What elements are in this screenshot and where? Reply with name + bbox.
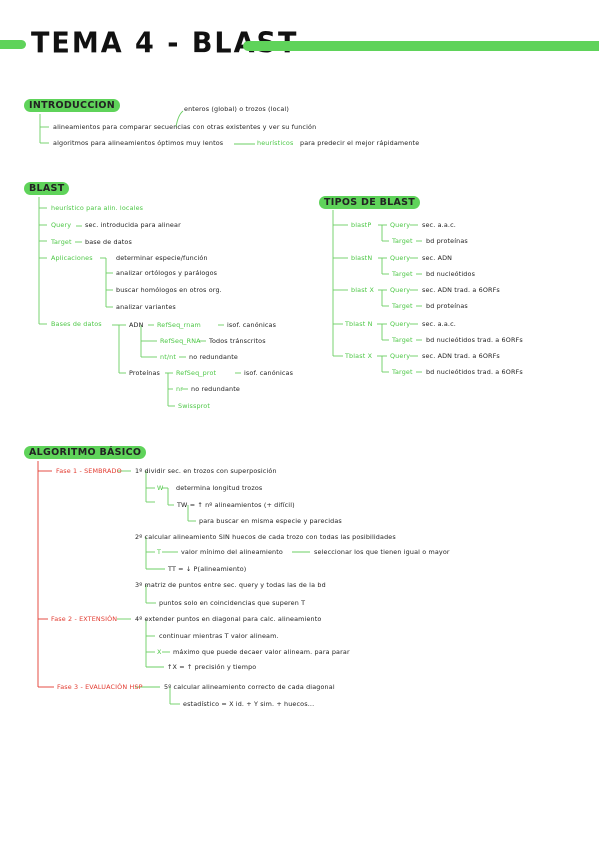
aplicacion-item: determinar especie/función bbox=[116, 254, 208, 262]
fase2-tx: ↑X = ↑ precisión y tiempo bbox=[167, 663, 257, 671]
fase3-step1: 5º calcular alineamiento correcto de cad… bbox=[164, 683, 335, 691]
aplicacion-item: analizar variantes bbox=[116, 303, 176, 311]
fase1-tw2: para buscar en misma especie y parecidas bbox=[199, 517, 342, 525]
bd-adn: ADN bbox=[129, 321, 144, 329]
bd-isof-canonicas: isof. canónicas bbox=[227, 321, 277, 329]
fase-1-label: Fase 1 - SEMBRADO bbox=[56, 467, 122, 475]
tipo-name: blast X bbox=[351, 286, 375, 294]
blast-heuristico: heurístico para alin. locales bbox=[51, 204, 144, 212]
intro-line-2c: para predecir el mejor rápidamente bbox=[300, 139, 420, 147]
tipo-query-label: Query bbox=[390, 254, 411, 262]
tipo-query-text: sec. a.a.c. bbox=[422, 221, 456, 229]
bd-todos-transcritos: Todos tránscritos bbox=[209, 337, 266, 345]
bd-no-redundante-2: no redundante bbox=[191, 385, 240, 393]
tipo-target-text: bd nucleótidos trad. a 6ORFs bbox=[426, 336, 523, 344]
bd-isof-canonicas-2: isof. canónicas bbox=[244, 369, 294, 377]
tipo-target-text: bd proteínas bbox=[426, 302, 468, 310]
aplicacion-item: buscar homólogos en otros org. bbox=[116, 286, 222, 294]
tipo-query-label: Query bbox=[390, 221, 411, 229]
bd-nr: nr bbox=[176, 385, 183, 393]
intro-note: enteros (global) o trozos (local) bbox=[184, 105, 289, 113]
fase2-step1: 4º extender puntos en diagonal para calc… bbox=[135, 615, 322, 623]
fase-2-label: Fase 2 - EXTENSIÓN bbox=[51, 615, 118, 623]
fase1-step2: 2º calcular alineamiento SIN huecos de c… bbox=[135, 533, 396, 541]
fase1-tt: TT = ↓ P(alineamiento) bbox=[168, 565, 247, 573]
tipo-name: Tblast N bbox=[345, 320, 373, 328]
aplicacion-item: analizar ortólogos y parálogos bbox=[116, 269, 218, 277]
fase1-w-text: determina longitud trozos bbox=[176, 484, 263, 492]
fase2-step1b: continuar mientras T valor alineam. bbox=[159, 632, 279, 640]
bd-refseq-prot: RefSeq_prot bbox=[176, 369, 217, 377]
intro-heuristicos: heurísticos bbox=[257, 139, 294, 147]
intro-line-1: alineamientos para comparar secuencias c… bbox=[53, 123, 317, 131]
blast-heading: BLAST bbox=[24, 182, 70, 195]
bd-refseq-rna: RefSeq_RNA bbox=[160, 337, 201, 345]
tipo-target-label: Target bbox=[392, 237, 413, 245]
fase3-step1b: estadístico = X id. + Y sim. + huecos... bbox=[183, 700, 315, 708]
tipo-query-text: sec. a.a.c. bbox=[422, 320, 456, 328]
tipo-target-text: bd proteínas bbox=[426, 237, 468, 245]
fase-3-label: Fase 3 - EVALUACIÓN HSP bbox=[57, 683, 143, 691]
tipo-query-text: sec. ADN trad. a 6ORFs bbox=[422, 286, 500, 294]
tipo-target-label: Target bbox=[392, 270, 413, 278]
fase1-t: T bbox=[157, 548, 162, 556]
intro-line-2a: algoritmos para alineamientos óptimos mu… bbox=[53, 139, 224, 147]
blast-aplicaciones-label: Aplicaciones bbox=[51, 254, 93, 262]
tipo-target-text: bd nucleótidos bbox=[426, 270, 476, 278]
tipo-name: blastN bbox=[351, 254, 373, 262]
tipo-target-label: Target bbox=[392, 336, 413, 344]
tipo-query-label: Query bbox=[390, 320, 411, 328]
tipo-query-text: sec. ADN bbox=[422, 254, 453, 262]
tipo-query-text: sec. ADN trad. a 6ORFs bbox=[422, 352, 500, 360]
blast-target-label: Target bbox=[51, 238, 72, 246]
bd-proteinas: Proteínas bbox=[129, 369, 160, 377]
blast-query-label: Query bbox=[51, 221, 72, 229]
algoritmo-heading: ALGORITMO BÁSICO bbox=[24, 446, 147, 459]
fase1-step3: 3º matriz de puntos entre sec. query y t… bbox=[135, 581, 326, 589]
bd-swissprot: Swissprot bbox=[178, 402, 211, 410]
blast-query-text: sec. introducida para alinear bbox=[85, 221, 181, 229]
title-bar-right bbox=[243, 41, 599, 51]
title-bar-left bbox=[0, 40, 26, 49]
tipo-name: blastP bbox=[351, 221, 372, 229]
tipo-target-text: bd nucleótidos trad. a 6ORFs bbox=[426, 368, 523, 376]
fase1-w: W bbox=[157, 484, 164, 492]
tipo-target-label: Target bbox=[392, 302, 413, 310]
tipo-query-label: Query bbox=[390, 352, 411, 360]
intro-heading: INTRODUCCION bbox=[24, 99, 121, 112]
fase1-step3b: puntos solo en coincidencias que superen… bbox=[159, 599, 306, 607]
fase1-t-text2: seleccionar los que tienen igual o mayor bbox=[314, 548, 450, 556]
tipos-heading: TIPOS DE BLAST bbox=[319, 196, 421, 209]
bd-nt: nt/nt bbox=[160, 353, 177, 361]
tipo-name: Tblast X bbox=[345, 352, 373, 360]
blast-target-text: base de datos bbox=[85, 238, 132, 246]
fase1-step1: 1º dividir sec. en trozos con superposic… bbox=[135, 467, 277, 475]
fase1-t-text: valor mínimo del alineamiento bbox=[181, 548, 283, 556]
tipo-target-label: Target bbox=[392, 368, 413, 376]
bd-no-redundante: no redundante bbox=[189, 353, 238, 361]
fase1-tw: TW = ↑ nº alineamientos (+ difícil) bbox=[177, 501, 295, 509]
fase2-x-text: máximo que puede decaer valor alineam. p… bbox=[173, 648, 350, 656]
blast-bd-label: Bases de datos bbox=[51, 320, 102, 328]
tipo-query-label: Query bbox=[390, 286, 411, 294]
bd-refseq-rnam: RefSeq_rnam bbox=[157, 321, 201, 329]
fase2-x: X bbox=[157, 648, 162, 656]
